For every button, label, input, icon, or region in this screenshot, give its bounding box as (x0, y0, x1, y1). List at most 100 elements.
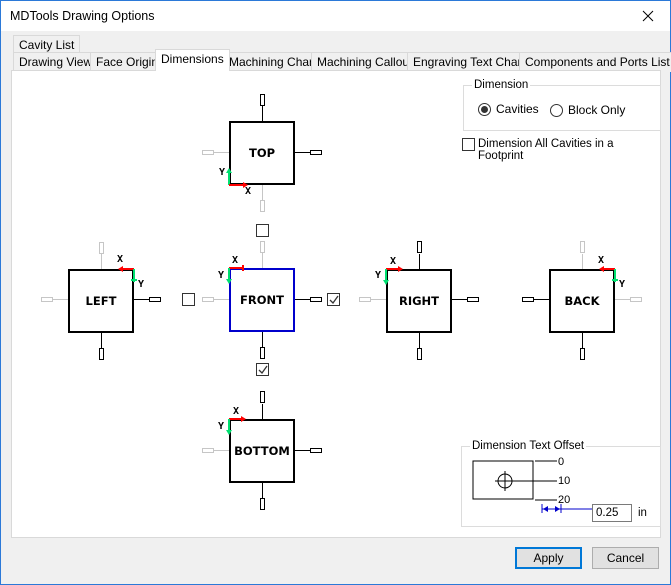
footprint-checkbox-label: Dimension All Cavities in a Footprint (478, 138, 614, 162)
dimension-handle-front-right[interactable] (310, 297, 322, 302)
back-x-label: X (598, 255, 605, 266)
view-back-label: BACK (564, 294, 600, 308)
left-connector-right (134, 299, 149, 300)
dimension-handle-left-left[interactable] (41, 297, 53, 302)
right-connector-left (371, 299, 386, 300)
tab-cavity-list[interactable]: Cavity List (13, 35, 81, 55)
top-x-label: X (245, 186, 252, 197)
view-left[interactable]: LEFT (68, 269, 134, 333)
dimensions-panel: Dimension Cavities Block Only Dimension … (11, 70, 661, 538)
view-front[interactable]: FRONT (229, 268, 295, 332)
title-bar: MDTools Drawing Options (1, 1, 670, 31)
tab-engraving-text-chart[interactable]: Engraving Text Chart (407, 52, 531, 72)
radio-cavities-label: Cavities (496, 102, 539, 116)
front-y-label: Y (218, 270, 225, 281)
back-axis-indicator (599, 266, 618, 282)
view-bottom-label: BOTTOM (234, 444, 290, 458)
close-icon (642, 10, 654, 22)
right-connector-bottom (419, 333, 420, 348)
dimension-handle-right-left[interactable] (359, 297, 371, 302)
tab-components-ports-list[interactable]: Components and Ports List (519, 52, 671, 72)
cancel-button[interactable]: Cancel (592, 547, 659, 569)
dimension-handle-top-bottom[interactable] (260, 200, 265, 212)
dimension-handle-bottom-bottom[interactable] (260, 498, 265, 510)
dimension-handle-back-bottom[interactable] (580, 348, 585, 360)
front-right-dimension-checkbox[interactable] (327, 293, 340, 306)
top-axis-indicator (226, 168, 248, 188)
left-connector-top (101, 254, 102, 269)
top-connector-top (262, 106, 263, 121)
dimension-handle-front-bottom[interactable] (260, 347, 265, 359)
radio-cavities[interactable]: Cavities (478, 102, 539, 116)
left-connector-left (53, 299, 68, 300)
dimension-handle-back-top[interactable] (580, 241, 585, 253)
text-offset-input[interactable]: 0.25 (592, 504, 632, 522)
top-y-label: Y (219, 167, 226, 178)
offset-scale-10: 10 (558, 475, 571, 487)
bottom-x-label: X (233, 406, 240, 417)
close-button[interactable] (626, 1, 670, 31)
dimension-handle-top-top[interactable] (260, 94, 265, 106)
tab-dimensions[interactable]: Dimensions (155, 49, 230, 71)
text-offset-diagram (472, 460, 592, 513)
dimension-handle-right-top[interactable] (417, 241, 422, 253)
right-axis-indicator (383, 266, 403, 285)
dimension-handle-front-left[interactable] (202, 297, 214, 302)
right-x-label: X (390, 256, 397, 267)
radio-cavities-indicator[interactable] (478, 102, 491, 116)
left-y-label: Y (138, 279, 145, 290)
dimension-handle-top-left[interactable] (202, 150, 214, 155)
view-left-label: LEFT (85, 294, 117, 308)
dimension-handle-bottom-left[interactable] (202, 448, 214, 453)
bottom-connector-left (214, 450, 229, 451)
view-top-label: TOP (248, 146, 276, 160)
dimension-handle-bottom-right[interactable] (310, 448, 322, 453)
dimension-handle-left-top[interactable] (99, 242, 104, 254)
top-connector-right (295, 152, 310, 153)
apply-button[interactable]: Apply (515, 547, 582, 569)
top-connector-bottom (262, 185, 263, 200)
front-connector-top (262, 253, 263, 268)
dimension-handle-front-top[interactable] (260, 241, 265, 253)
left-axis-indicator (118, 266, 137, 282)
view-bottom[interactable]: BOTTOM (229, 419, 295, 483)
dimension-handle-left-right[interactable] (149, 297, 161, 302)
window-title: MDTools Drawing Options (10, 9, 155, 23)
front-axis-indicator (226, 265, 244, 284)
footprint-checkbox[interactable] (462, 138, 475, 151)
view-top[interactable]: TOP (229, 121, 295, 185)
front-bottom-dimension-checkbox[interactable] (256, 363, 269, 376)
front-left-dimension-checkbox[interactable] (182, 293, 195, 306)
text-offset-group: Dimension Text Offset 0 10 20 0.25 in (461, 439, 661, 527)
bottom-connector-right (295, 450, 310, 451)
right-connector-top (419, 254, 420, 269)
dimension-handle-top-right[interactable] (310, 150, 322, 155)
dimension-handle-bottom-top[interactable] (260, 391, 265, 403)
radio-block-only[interactable]: Block Only (550, 103, 625, 117)
tab-machining-callout[interactable]: Machining Callout (311, 52, 419, 72)
front-connector-bottom (262, 332, 263, 347)
offset-scale-20: 20 (558, 494, 571, 506)
view-back[interactable]: BACK (549, 269, 615, 333)
bottom-axis-indicator (226, 416, 246, 435)
front-top-dimension-checkbox[interactable] (256, 224, 269, 237)
right-connector-right (452, 299, 467, 300)
dimension-handle-back-left[interactable] (522, 297, 534, 302)
dimension-handle-back-right[interactable] (630, 297, 642, 302)
back-y-label: Y (619, 279, 626, 290)
top-connector-left (214, 152, 229, 153)
dimension-handle-left-bottom[interactable] (99, 348, 104, 360)
checkmark-icon (329, 295, 339, 305)
radio-block-only-indicator[interactable] (550, 103, 563, 117)
dimension-handle-right-bottom[interactable] (417, 348, 422, 360)
view-right[interactable]: RIGHT (386, 269, 452, 333)
tab-machining-chart[interactable]: Machining Chart (223, 52, 323, 72)
left-connector-bottom (101, 333, 102, 348)
tab-face-origin[interactable]: Face Origin (90, 52, 165, 72)
right-y-label: Y (375, 270, 382, 281)
back-connector-top (582, 254, 583, 269)
tab-drawing-view[interactable]: Drawing View (13, 52, 99, 72)
bottom-connector-bottom (262, 483, 263, 498)
back-connector-right (615, 299, 630, 300)
dimension-handle-right-right[interactable] (467, 297, 479, 302)
